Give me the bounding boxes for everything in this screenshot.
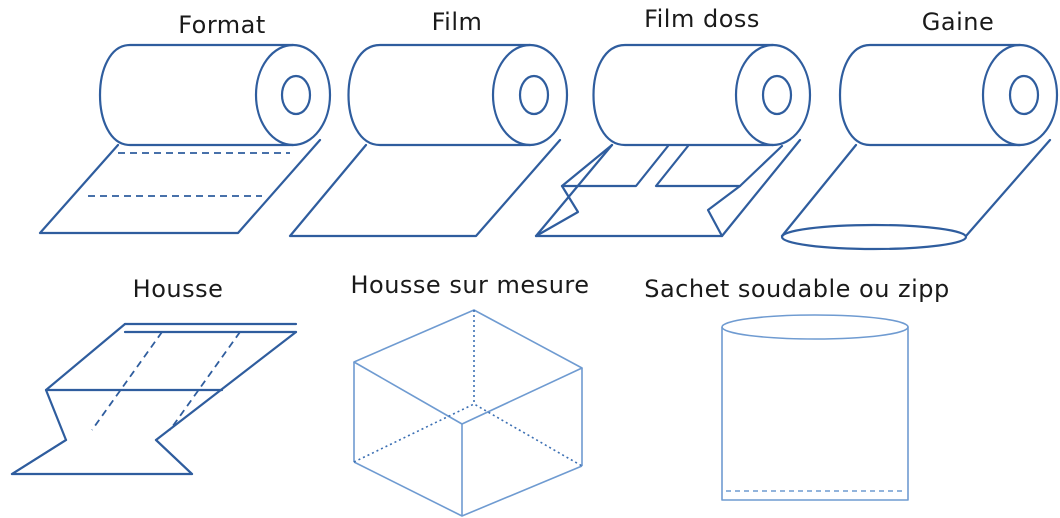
item-film: Film xyxy=(288,8,569,238)
item-format: Format xyxy=(38,11,332,235)
roll-film-doss-icon xyxy=(534,43,812,238)
housse-icon xyxy=(10,322,298,476)
box-icon xyxy=(353,309,583,517)
label-film-doss: Film doss xyxy=(644,5,760,33)
label-housse: Housse xyxy=(133,275,224,303)
label-sachet: Sachet soudable ou zipp xyxy=(644,275,950,303)
label-format: Format xyxy=(178,11,266,39)
bag-icon xyxy=(721,314,909,501)
item-film-doss: Film doss xyxy=(534,5,812,238)
item-housse: Housse xyxy=(10,275,298,476)
item-sachet: Sachet soudable ou zipp xyxy=(644,275,950,501)
label-gaine: Gaine xyxy=(922,8,994,36)
roll-format-icon xyxy=(38,43,332,235)
label-housse-sur-mesure: Housse sur mesure xyxy=(350,271,589,299)
label-film: Film xyxy=(432,8,483,36)
roll-film-icon xyxy=(288,43,569,238)
item-gaine: Gaine xyxy=(780,8,1059,251)
item-housse-sur-mesure: Housse sur mesure xyxy=(350,271,589,517)
roll-gaine-icon xyxy=(780,43,1059,251)
